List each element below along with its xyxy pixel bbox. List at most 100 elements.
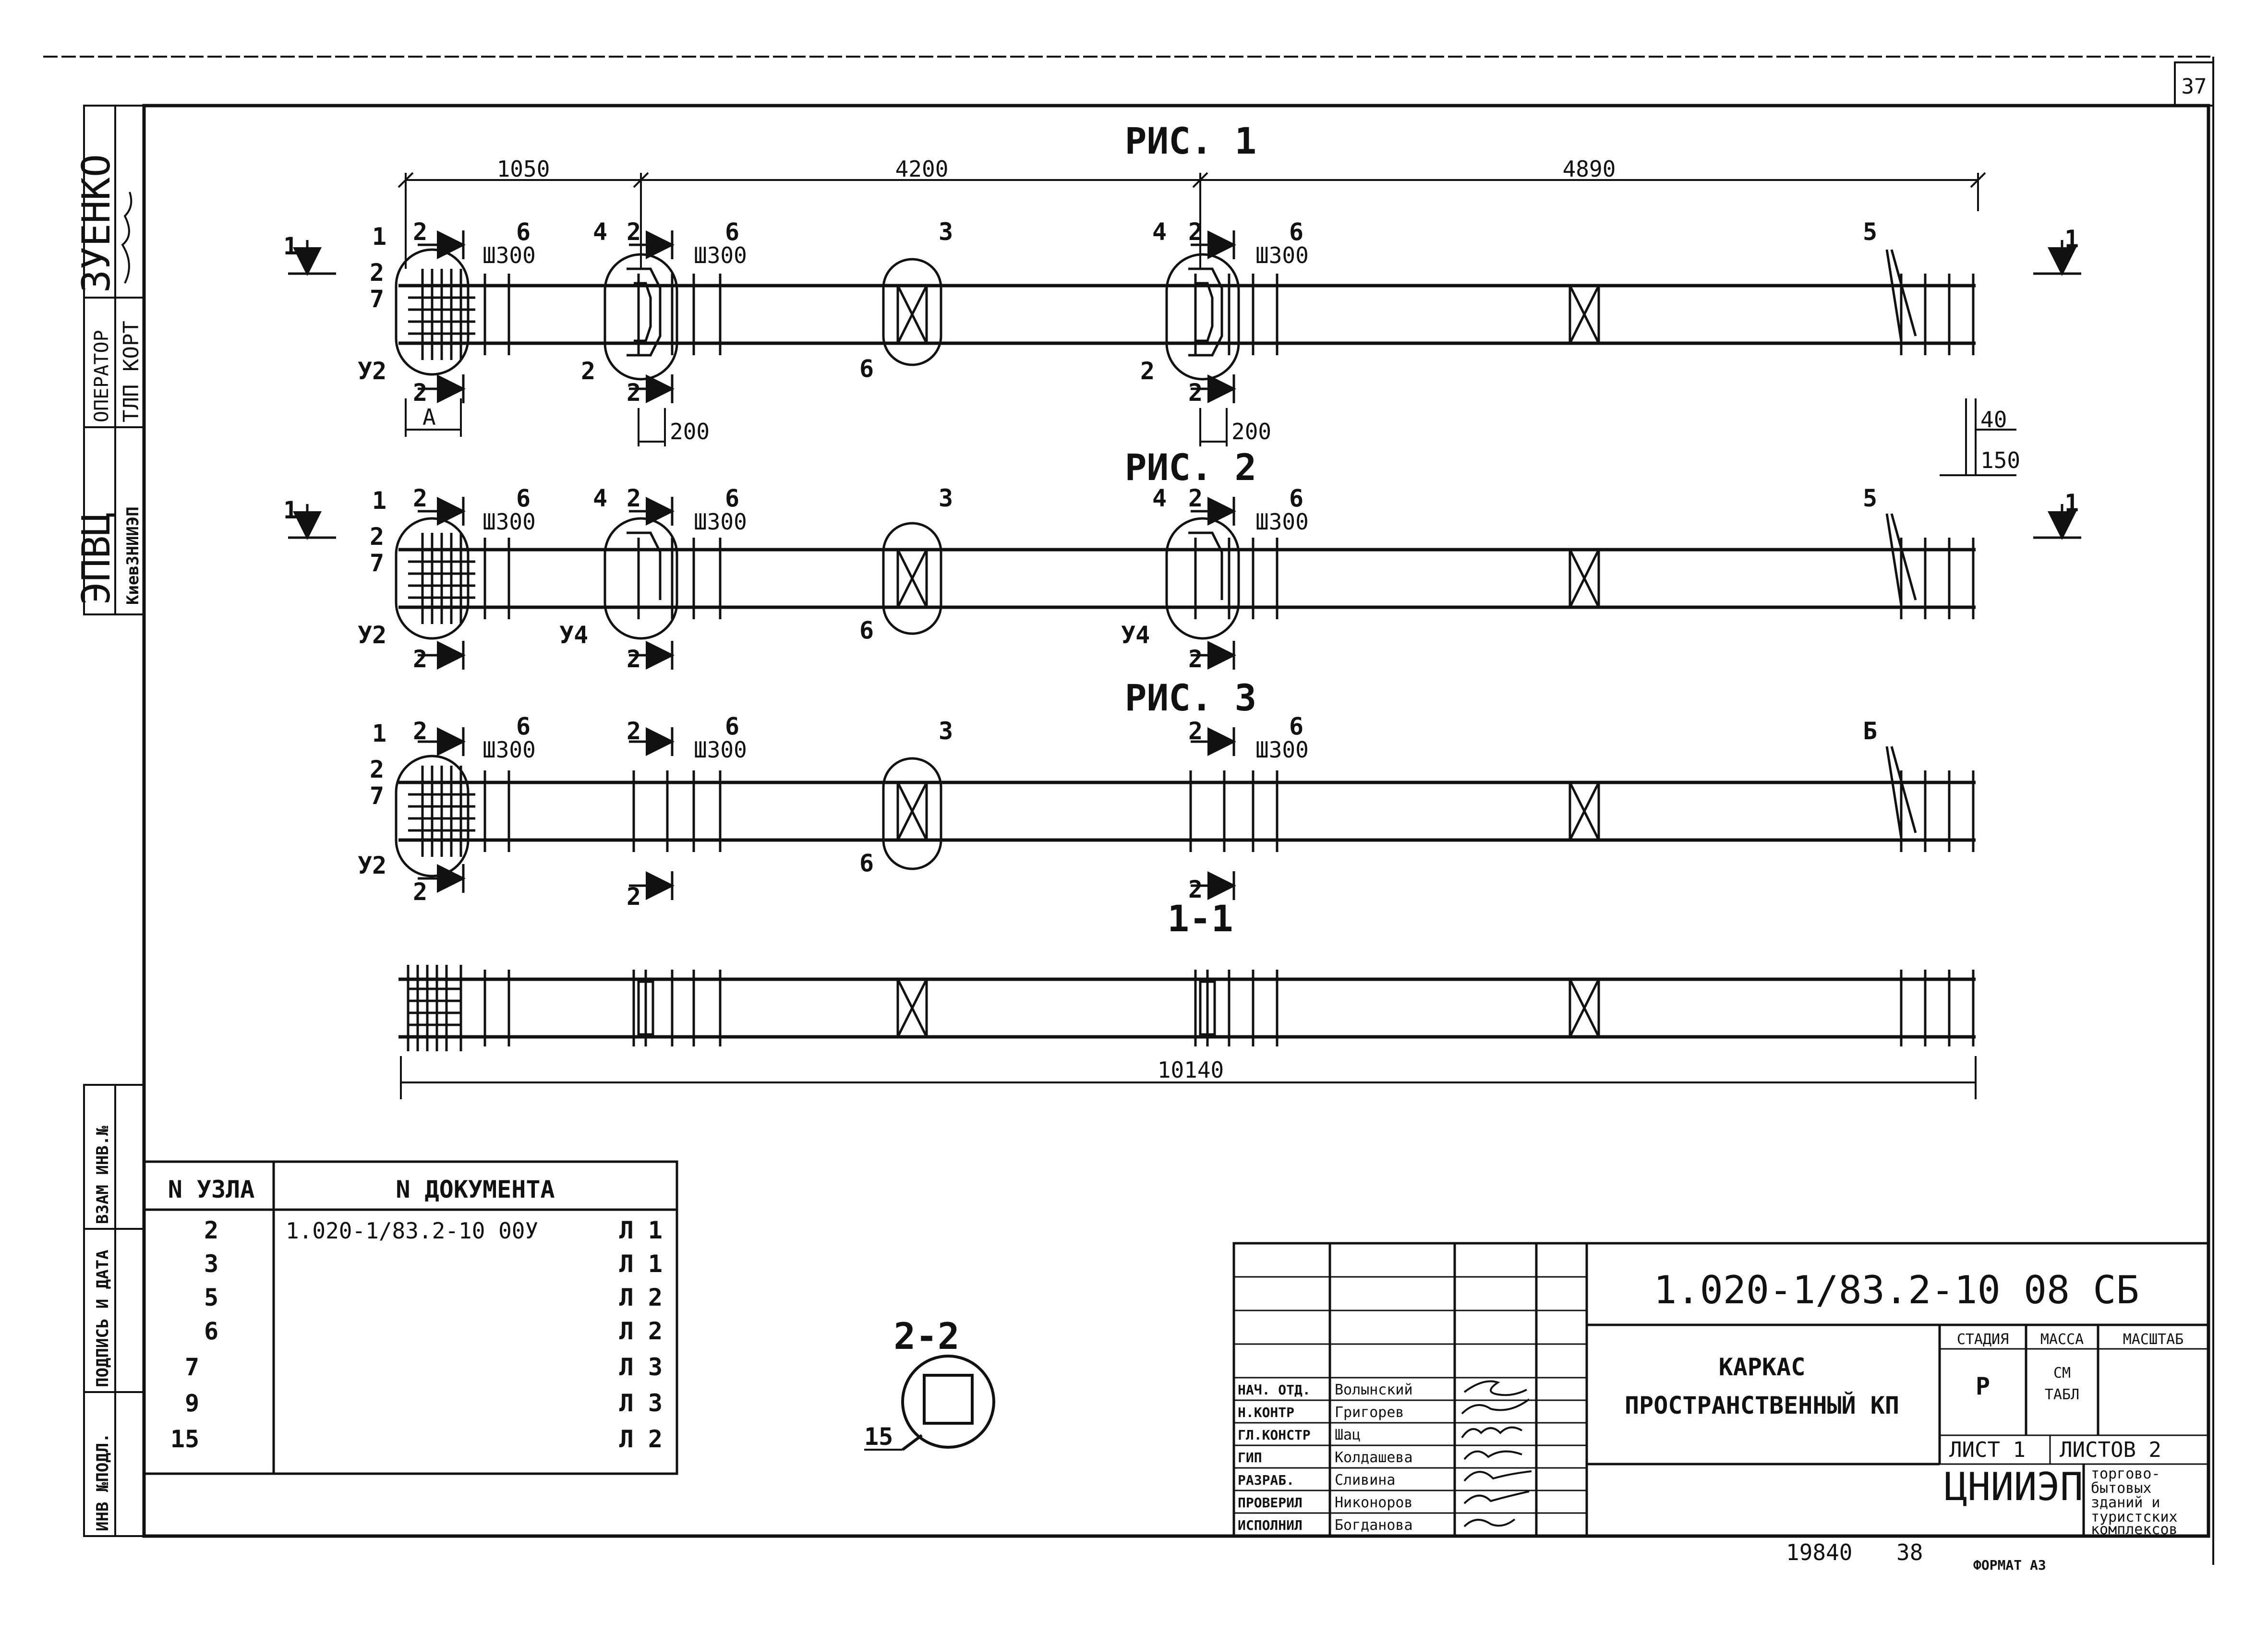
nodes-table-rows: 2 1.020-1/83.2-10 00У Л 1 3 Л 1 5 Л 2 6 … <box>170 1216 663 1453</box>
svg-text:Л 1: Л 1 <box>619 1250 663 1278</box>
fig3-labels: 1 2 7 2 6 Ш300 2 6 Ш300 3 2 6 Ш300 Б У2 … <box>358 712 1877 911</box>
side-field1: ВЗАМ ИНВ.№ <box>93 1126 112 1224</box>
side-org-sub: КиевЗНИИЭП <box>123 506 143 605</box>
side-field2: ПОДПИСЬ И ДАТА <box>93 1250 112 1387</box>
svg-text:Никоноров: Никоноров <box>1335 1494 1413 1511</box>
svg-text:3: 3 <box>939 717 953 745</box>
svg-text:У4: У4 <box>559 621 588 649</box>
title-block-grid <box>1232 1242 2210 1538</box>
tb-staff: НАЧ. ОТД. Волынский Н.КОНТР Григорев ГЛ.… <box>1238 1382 1413 1534</box>
tb-org-sub1: торгово- <box>2091 1466 2160 1482</box>
dim-150: 150 <box>1980 447 2020 473</box>
svg-text:Ш300: Ш300 <box>694 242 747 268</box>
svg-text:2: 2 <box>370 523 384 551</box>
embedded-plates <box>627 249 1917 838</box>
side-operator-label: ОПЕРАТОР <box>91 330 113 422</box>
svg-text:2: 2 <box>627 883 641 911</box>
svg-text:6: 6 <box>516 712 531 740</box>
node-ovals <box>395 248 1240 877</box>
svg-text:Ш300: Ш300 <box>483 737 536 763</box>
section-1-1-beam <box>398 977 1976 1039</box>
footer-num1: 19840 <box>1786 1539 1852 1565</box>
tb-stage: Р <box>1976 1372 1990 1400</box>
nodes-header-node: N УЗЛА <box>168 1176 255 1203</box>
tb-sheets: ЛИСТОВ 2 <box>2060 1438 2161 1462</box>
dim-40: 40 <box>1980 407 2007 433</box>
svg-text:Ш300: Ш300 <box>1255 509 1309 535</box>
tb-title1: КАРКАС <box>1719 1353 1806 1381</box>
dim-200-a: 200 <box>670 419 710 445</box>
fig2-beam <box>398 548 1976 609</box>
svg-text:7: 7 <box>370 285 384 313</box>
tb-code: 1.020-1/83.2-10 08 СБ <box>1653 1268 2139 1312</box>
svg-text:2: 2 <box>627 717 641 745</box>
fig2-title: РИС. 2 <box>1125 446 1257 489</box>
tb-mass1: СМ <box>2053 1365 2071 1382</box>
side-signature <box>121 192 133 284</box>
stirrups <box>407 269 1975 1051</box>
svg-text:1: 1 <box>2064 225 2079 253</box>
tb-stage-label: СТАДИЯ <box>1957 1331 2009 1348</box>
fig1-beam <box>398 284 1976 345</box>
side-org: ЭПВЦ <box>74 512 119 605</box>
tb-org-sub5: комплексов <box>2091 1521 2178 1538</box>
svg-text:2: 2 <box>627 218 641 246</box>
svg-text:У4: У4 <box>1121 621 1150 649</box>
svg-text:2: 2 <box>581 357 595 385</box>
side-name: ЗУЕНКО <box>74 154 119 293</box>
tb-org: ЦНИИЭП <box>1944 1465 2083 1509</box>
tb-mass2: ТАБЛ <box>2045 1386 2079 1403</box>
svg-text:2: 2 <box>413 717 427 745</box>
dim-4200: 4200 <box>895 156 949 182</box>
svg-text:2: 2 <box>413 484 427 512</box>
svg-text:2: 2 <box>1188 484 1203 512</box>
svg-text:9: 9 <box>185 1389 199 1417</box>
svg-text:Л 2: Л 2 <box>619 1425 663 1453</box>
svg-text:1.020-1/83.2-10 00У: 1.020-1/83.2-10 00У <box>286 1218 538 1244</box>
svg-text:4: 4 <box>593 484 607 512</box>
svg-text:6: 6 <box>859 616 874 644</box>
svg-text:2: 2 <box>1188 876 1203 903</box>
svg-text:У2: У2 <box>358 621 386 649</box>
svg-text:2: 2 <box>627 645 641 673</box>
svg-text:Л 2: Л 2 <box>619 1317 663 1345</box>
svg-text:2: 2 <box>627 379 641 407</box>
overall-dimension <box>400 1056 1977 1099</box>
svg-text:Ш300: Ш300 <box>1255 242 1309 268</box>
svg-text:Н.КОНТР: Н.КОНТР <box>1238 1405 1294 1420</box>
side-stamp <box>83 105 145 1537</box>
svg-text:6: 6 <box>1289 712 1303 740</box>
svg-text:5: 5 <box>204 1284 218 1311</box>
svg-text:Ш300: Ш300 <box>483 242 536 268</box>
svg-text:15: 15 <box>170 1425 199 1453</box>
svg-text:4: 4 <box>1152 218 1167 246</box>
tb-sheet: ЛИСТ 1 <box>1949 1438 2026 1462</box>
svg-text:ПРОВЕРИЛ: ПРОВЕРИЛ <box>1238 1495 1303 1511</box>
dim-200-b: 200 <box>1231 419 1271 445</box>
tb-mass-label: МАССА <box>2040 1331 2084 1348</box>
sheet-frame <box>43 56 2214 1565</box>
svg-text:7: 7 <box>370 549 384 577</box>
tb-org-sub3: зданий и <box>2091 1494 2160 1511</box>
svg-text:2: 2 <box>1140 357 1155 385</box>
svg-text:У2: У2 <box>358 357 386 385</box>
svg-text:2: 2 <box>627 484 641 512</box>
section-2-2-title: 2-2 <box>893 1315 959 1358</box>
side-field3: ИНВ №ПОДЛ. <box>93 1433 112 1531</box>
svg-text:1: 1 <box>372 487 386 515</box>
small-dimensions <box>405 398 2016 476</box>
fig1-title: РИС. 1 <box>1125 120 1257 162</box>
svg-text:Б: Б <box>1863 717 1877 745</box>
svg-text:2: 2 <box>413 218 427 246</box>
svg-text:2: 2 <box>1188 645 1203 673</box>
svg-text:1: 1 <box>283 232 298 260</box>
dim-1050: 1050 <box>497 156 550 182</box>
svg-text:Л 3: Л 3 <box>619 1389 663 1417</box>
svg-text:4: 4 <box>593 218 607 246</box>
svg-text:Л 2: Л 2 <box>619 1284 663 1311</box>
svg-text:6: 6 <box>1289 484 1303 512</box>
svg-text:6: 6 <box>859 355 874 383</box>
svg-text:2: 2 <box>413 379 427 407</box>
